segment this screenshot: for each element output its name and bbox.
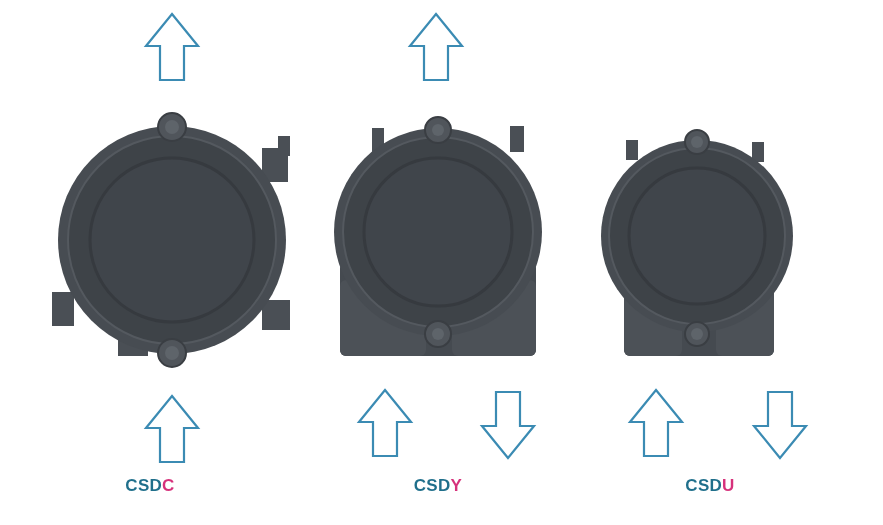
model-code: CSDC bbox=[125, 476, 174, 496]
label-holder: CSDU bbox=[630, 476, 790, 496]
flow-arrow bbox=[482, 392, 534, 458]
flow-arrow bbox=[754, 392, 806, 458]
flow-arrow bbox=[146, 14, 198, 80]
csdu-housing bbox=[601, 130, 793, 356]
flow-arrow bbox=[630, 390, 682, 456]
label-holder: CSDY bbox=[358, 476, 518, 496]
model-code: CSDY bbox=[414, 476, 462, 496]
csdc-housing bbox=[52, 113, 290, 367]
flow-arrow bbox=[146, 396, 198, 462]
model-code: CSDU bbox=[685, 476, 734, 496]
flow-arrow bbox=[359, 390, 411, 456]
csdy-housing bbox=[334, 117, 542, 356]
flow-arrow bbox=[410, 14, 462, 80]
label-holder: CSDC bbox=[70, 476, 230, 496]
